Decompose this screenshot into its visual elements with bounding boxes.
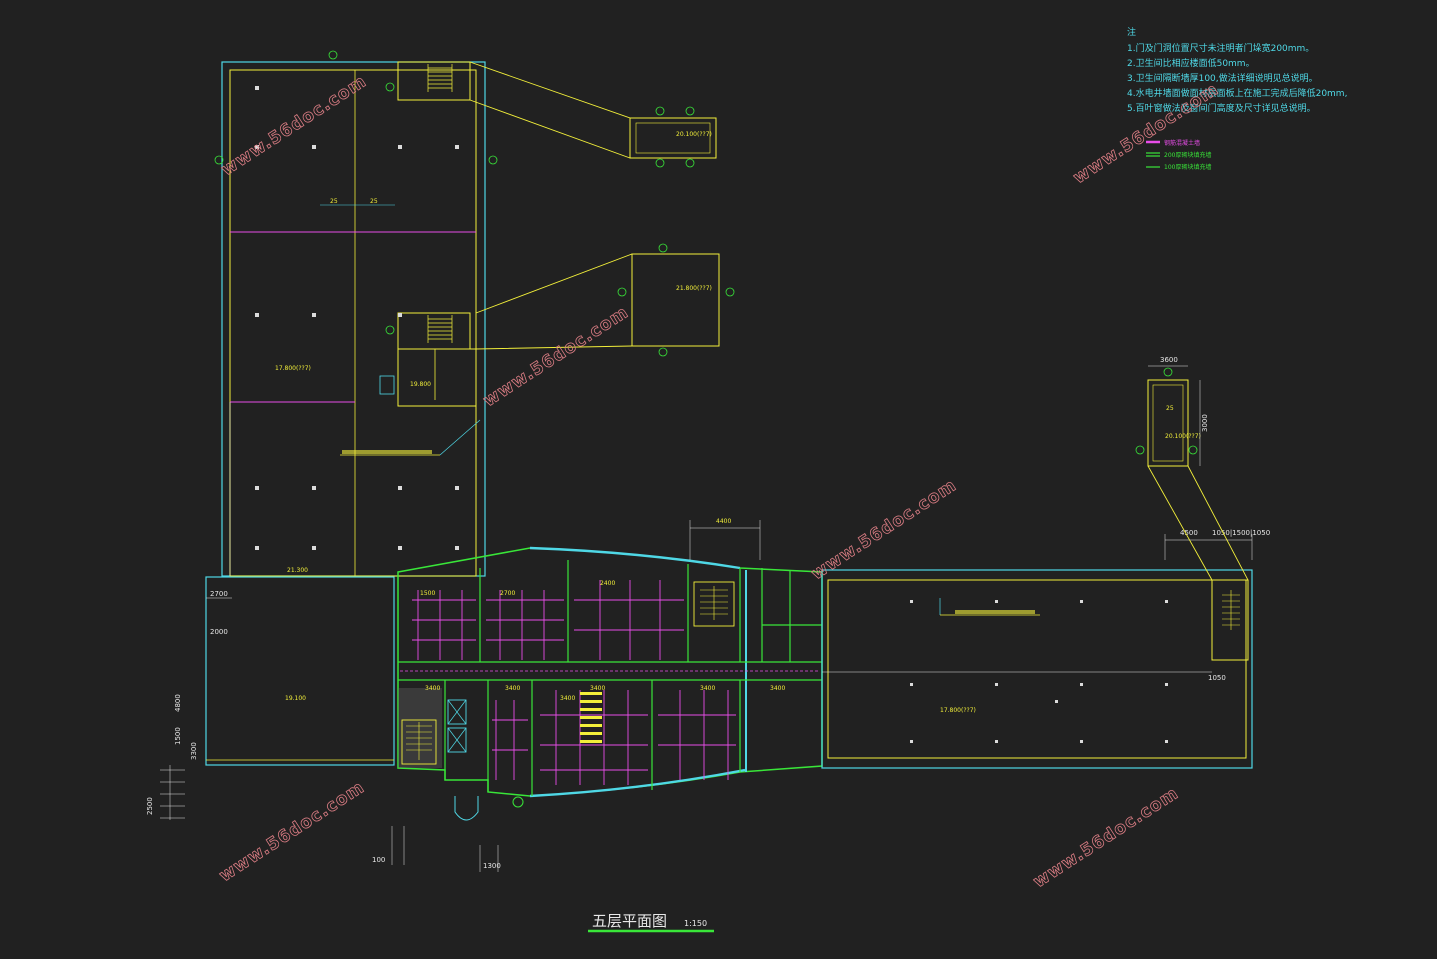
dim-stair-right-1050: 1050 — [1208, 674, 1226, 682]
watermark: www.56doc.com — [808, 475, 961, 584]
dim-left-4800: 4800 — [174, 694, 182, 712]
north-roof-elevation: 17.800(??7) — [275, 365, 311, 372]
svg-text:2400: 2400 — [600, 580, 615, 587]
dim-bottom-100: 100 — [372, 856, 385, 864]
central-office-block: 1500 2700 2400 3400 3400 3400 3400 3400 3400 4… — [372, 518, 823, 872]
dim-right-3000: 3000 — [1201, 414, 1209, 432]
svg-text:2700: 2700 — [500, 590, 515, 597]
east-wing: 17.800(??7) 4500 1050|1500|1050 1050 — [821, 529, 1270, 769]
legend-label-100: 100厚砌块填充墙 — [1164, 163, 1211, 171]
svg-text:3400: 3400 — [700, 685, 715, 692]
north-edge-elevation: 21.300 — [287, 567, 308, 574]
stair-box-1: 20.100(??7) — [469, 61, 717, 168]
notes-block: 注 1.门及门洞位置尺寸未注明者门垛宽200mm。 2.卫生间比相应楼面低50m… — [1127, 26, 1347, 114]
svg-text:3400: 3400 — [505, 685, 520, 692]
svg-text:3400: 3400 — [770, 685, 785, 692]
dim-top-4400: 4400 — [716, 518, 731, 525]
dim-right-4500: 4500 — [1180, 529, 1198, 537]
dim-right-3600: 3600 — [1160, 356, 1178, 364]
note-4: 4.水电井墙面做面材层面板上在施工完成后降低20mm, — [1127, 87, 1347, 99]
watermark: www.56doc.com — [1030, 783, 1183, 892]
stair-box-3: 20.100(??7) 25 3600 3000 — [1135, 356, 1249, 581]
west-block: 19.100 2700 2000 4800 1500 3300 2500 21.… — [146, 567, 395, 820]
stair-box-1-elevation: 20.100(??7) — [676, 131, 712, 138]
watermark: www.56doc.com — [216, 777, 369, 886]
machine-room-elevation: 19.800 — [410, 381, 431, 388]
stair-box-2: 21.800(??7) — [475, 243, 735, 357]
dim-left-3300: 3300 — [190, 742, 198, 760]
legend-label-concrete: 钢筋混凝土墙 — [1164, 139, 1200, 147]
legend-label-200: 200厚砌块填充墙 — [1164, 151, 1211, 159]
drawing-scale: 1:150 — [684, 919, 707, 928]
span-dimension-c: 25 — [1166, 405, 1174, 412]
dim-bottom-1300: 1300 — [483, 862, 501, 870]
drawing-title: 五层平面图 — [592, 912, 667, 930]
notes-heading: 注 — [1127, 26, 1136, 38]
dim-left-2000: 2000 — [210, 628, 228, 636]
dim-left-1500: 1500 — [174, 727, 182, 745]
note-5: 5.百叶窗做法及窗间门高度及尺寸详见总说明。 — [1127, 102, 1316, 114]
dim-left-2700: 2700 — [210, 590, 228, 598]
svg-text:3400: 3400 — [425, 685, 440, 692]
watermarks: www.56doc.com www.56doc.com www.56doc.co… — [215, 71, 1222, 893]
span-dimension-b: 25 — [370, 198, 378, 205]
note-2: 2.卫生间比相应楼面低50mm。 — [1127, 57, 1255, 69]
svg-text:3400: 3400 — [590, 685, 605, 692]
watermark: www.56doc.com — [218, 71, 371, 180]
note-3: 3.卫生间隔断墙厚100,做法详细说明见总说明。 — [1127, 72, 1318, 84]
stair-box-3-elevation: 20.100(??7) — [1165, 433, 1201, 440]
stair-box-2-elevation: 21.800(??7) — [676, 285, 712, 292]
watermark: www.56doc.com — [480, 302, 633, 411]
legend: 钢筋混凝土墙 200厚砌块填充墙 100厚砌块填充墙 — [1146, 139, 1211, 171]
note-1: 1.门及门洞位置尺寸未注明者门垛宽200mm。 — [1127, 42, 1314, 54]
east-roof-elevation: 17.800(??7) — [940, 707, 976, 714]
dim-right-group: 1050|1500|1050 — [1212, 529, 1270, 537]
west-block-elevation: 19.100 — [285, 695, 306, 702]
north-wing: 17.800(??7) 19.800 25 25 — [214, 50, 498, 577]
span-dimension-a: 25 — [330, 198, 338, 205]
drawing-title-block: 五层平面图 1:150 — [588, 912, 714, 933]
dim-left-2500: 2500 — [146, 797, 154, 815]
svg-text:3400: 3400 — [560, 695, 575, 702]
svg-text:1500: 1500 — [420, 590, 435, 597]
